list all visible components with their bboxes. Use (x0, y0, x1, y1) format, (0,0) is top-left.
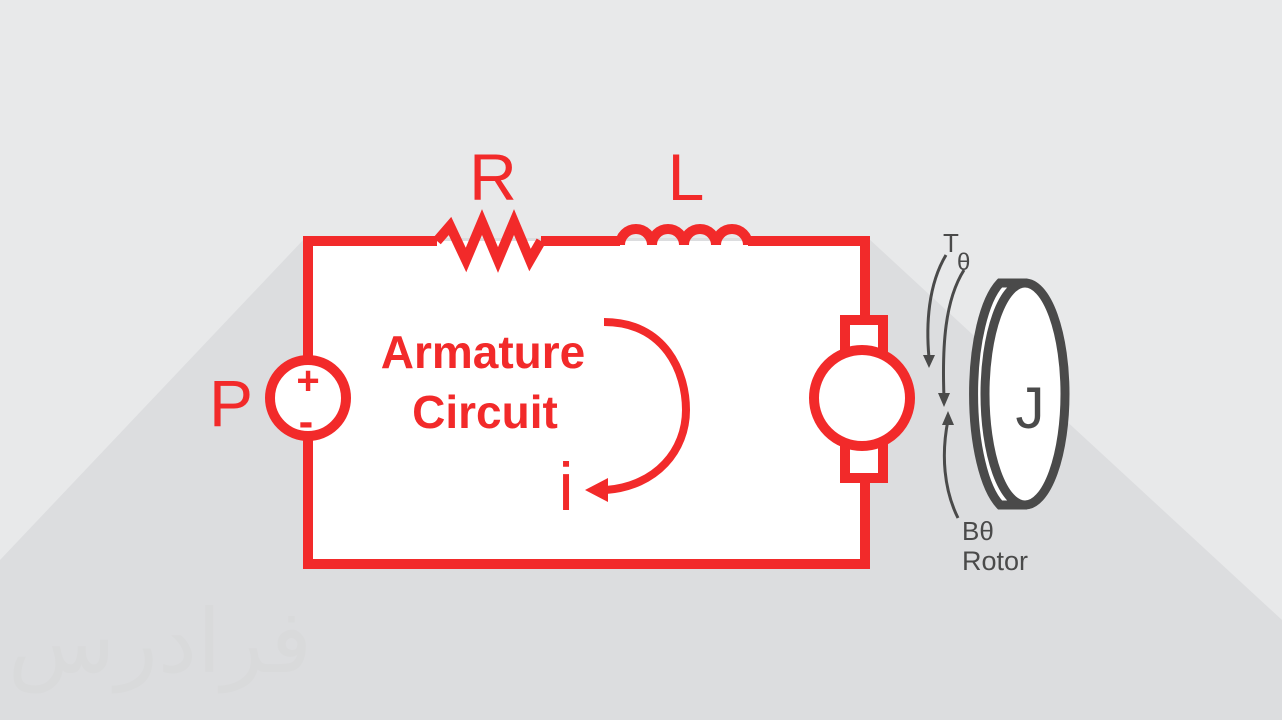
rotor-disk (969, 278, 1070, 510)
source-plus: + (296, 359, 319, 403)
damping-label: Bθ (962, 516, 994, 546)
watermark-logo: فرادرس (8, 590, 312, 694)
circuit-label-line1: Armature (381, 326, 586, 378)
inductor-label: L (668, 140, 705, 214)
inductor-symbol (615, 224, 753, 246)
resistor-symbol (433, 209, 546, 273)
voltage-source (265, 355, 351, 441)
torque-arrowheads (923, 355, 954, 425)
torque-label: T (943, 228, 959, 258)
circuit-background (308, 241, 865, 564)
current-arrow (585, 318, 691, 502)
torque-arrows (926, 254, 966, 519)
armature-circuit-wire (303, 209, 870, 569)
source-label: P (209, 366, 253, 440)
current-label: i (558, 449, 573, 525)
inertia-label: J (1016, 376, 1045, 441)
circuit-label-line2: Circuit (412, 386, 558, 438)
motor-symbol (809, 315, 915, 483)
rotor-label: Rotor (962, 546, 1028, 576)
resistor-label: R (469, 140, 517, 214)
torque-label-subscript: θ (957, 249, 970, 276)
source-minus: - (299, 397, 314, 446)
